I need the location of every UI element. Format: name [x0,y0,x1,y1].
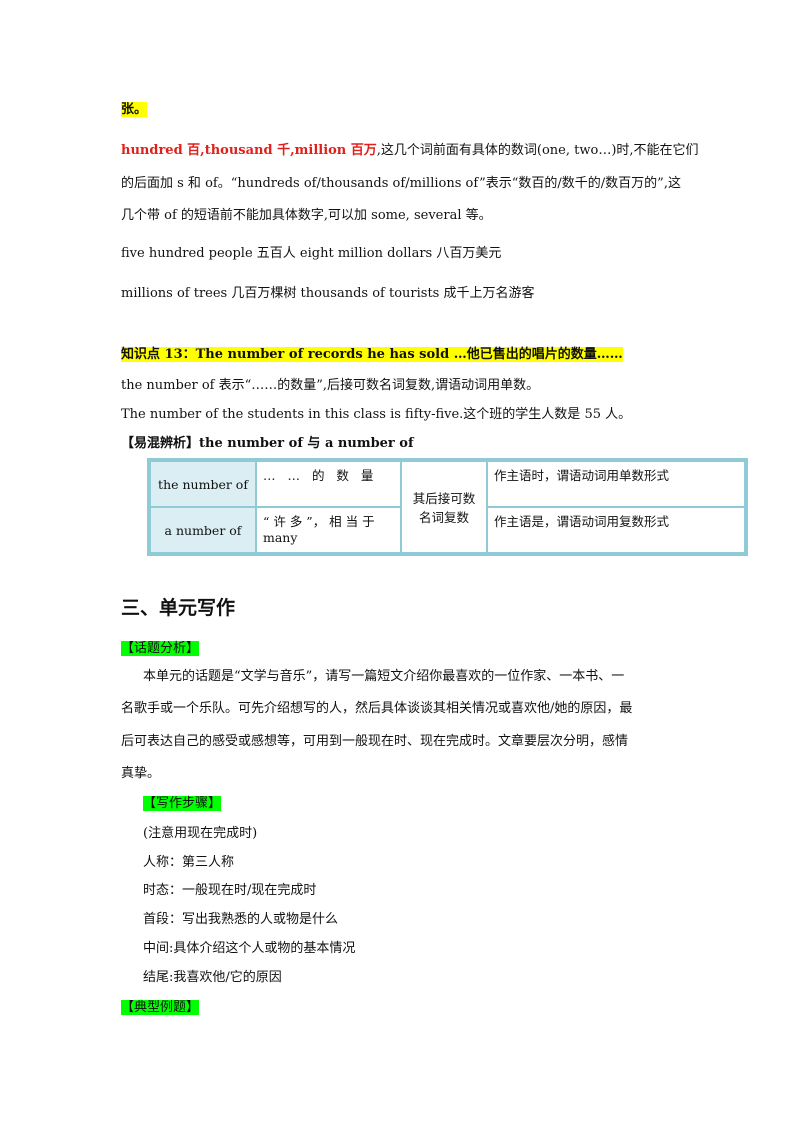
steps-label-text: 【写作步骤】 [143,796,222,811]
topic-line-1: 本单元的话题是“文学与音乐”，请写一篇短文介绍你最喜欢的一位作家、一本书、一 [143,669,625,684]
top-fragment: 张。 [121,98,148,117]
step-item: (注意用现在完成时) [143,826,258,841]
topic-line-4: 真挚。 [121,766,161,781]
confusion-heading: 【易混辨析】the number of 与 a number of [121,436,414,451]
top-fragment-text: 张。 [121,102,148,117]
meaning-cell: … … 的 数 量 [257,462,400,506]
step-item: 人称：第三人称 [143,855,235,870]
term-cell: a number of [151,508,255,552]
term-cell: the number of [151,462,255,506]
usage-cell: 作主语是，谓语动词用复数形式 [488,508,744,552]
topic-line-2: 名歌手或一个乐队。可先介绍想写的人，然后具体谈谈其相关情况或喜欢他/她的原因，最 [121,701,633,716]
usage-cell: 作主语时，谓语动词用单数形式 [488,462,744,506]
point13-heading-text: 知识点 13：The number of records he has sold… [121,347,623,362]
hundred-line-1-rest: ,这几个词前面有具体的数词(one, two…)时,不能在它们 [376,143,699,158]
hundred-example-2: millions of trees 几百万棵树 thousands of tou… [121,286,535,301]
hundred-line-3: 几个带 of 的短语前不能加具体数字,可以加 some, several 等。 [121,208,492,223]
shared-cell: 其后接可数名词复数 [402,462,486,552]
step-item: 时态：一般现在时/现在完成时 [143,883,317,898]
table-row: a number of “ 许 多 ”， 相 当 于 many 作主语是，谓语动… [151,508,744,552]
section-title: 三、单元写作 [121,597,236,619]
hundred-line-1: hundred 百,thousand 千,million 百万,这几个词前面有具… [121,139,699,158]
topic-label: 【话题分析】 [121,637,200,656]
point13-heading: 知识点 13：The number of records he has sold… [121,343,623,362]
step-item: 首段：写出我熟悉的人或物是什么 [143,912,339,927]
meaning-text: … … 的 数 量 [263,468,378,483]
step-item: 结尾:我喜欢他/它的原因 [143,970,282,985]
comparison-table: the number of … … 的 数 量 其后接可数名词复数 作主语时，谓… [147,458,748,556]
table-row: the number of … … 的 数 量 其后接可数名词复数 作主语时，谓… [151,462,744,552]
topic-label-text: 【话题分析】 [121,641,200,656]
example-label: 【典型例题】 [121,996,200,1015]
topic-line-3: 后可表达自己的感受或感想等，可用到一般现在时、现在完成时。文章要层次分明，感情 [121,734,629,749]
hundred-example-1: five hundred people 五百人 eight million do… [121,246,502,261]
hundred-line-2: 的后面加 s 和 of。“hundreds of/thousands of/mi… [121,176,681,191]
point13-line-2: The number of the students in this class… [121,407,632,422]
point13-line-1: the number of 表示“……的数量”,后接可数名词复数,谓语动词用单数… [121,378,540,393]
steps-label: 【写作步骤】 [143,792,222,811]
meaning-cell: “ 许 多 ”， 相 当 于 many [257,508,400,552]
example-label-text: 【典型例题】 [121,1000,200,1015]
step-item: 中间:具体介绍这个人或物的基本情况 [143,941,356,956]
hundred-keywords: hundred 百,thousand 千,million 百万 [121,143,377,158]
